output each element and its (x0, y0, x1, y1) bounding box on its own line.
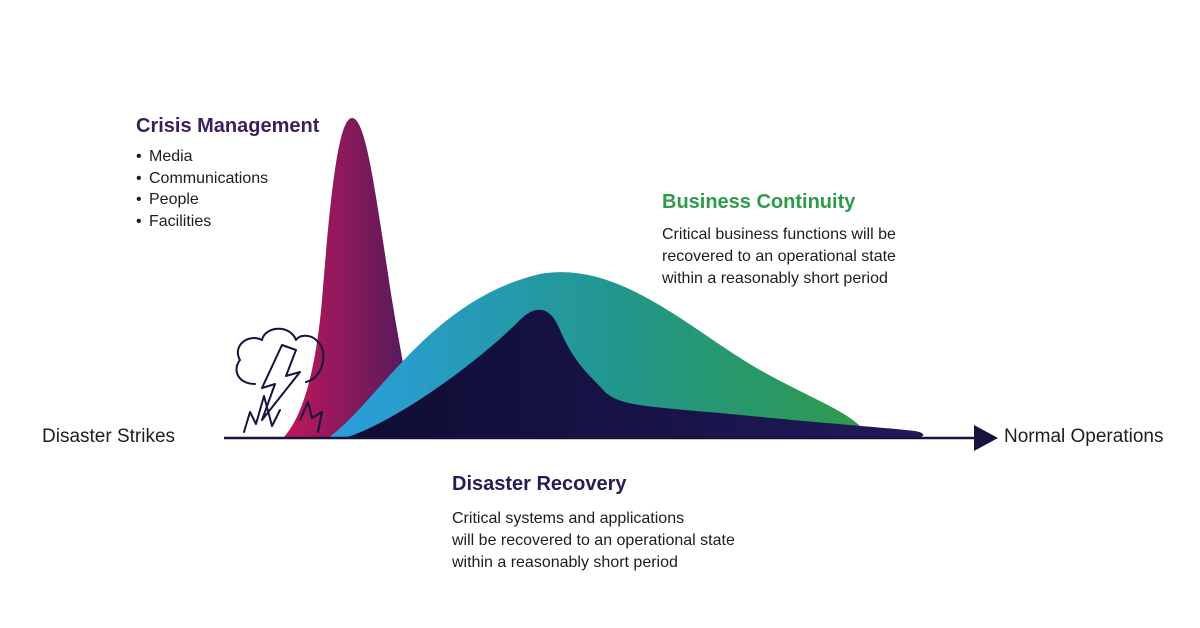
description-line: within a reasonably short period (452, 554, 678, 571)
business-continuity-section: Business Continuity Critical business fu… (662, 190, 952, 290)
description-line: within a reasonably short period (662, 270, 888, 287)
description-line: will be recovered to an operational stat… (452, 532, 735, 549)
disaster-recovery-description: Critical systems and applications will b… (452, 508, 782, 574)
disaster-recovery-section: Disaster Recovery Critical systems and a… (452, 472, 782, 574)
list-item: People (136, 189, 319, 211)
description-line: Critical systems and applications (452, 510, 685, 527)
crisis-management-section: Crisis Management Media Communications P… (136, 114, 319, 232)
crisis-management-curve (283, 118, 418, 438)
business-continuity-description: Critical business functions will be reco… (662, 224, 952, 290)
list-item: Communications (136, 168, 319, 190)
business-continuity-title: Business Continuity (662, 191, 856, 213)
list-item: Facilities (136, 211, 319, 233)
timeline-end-label: Normal Operations (1004, 426, 1164, 447)
list-item: Media (136, 146, 319, 168)
timeline-start-label: Disaster Strikes (42, 426, 176, 447)
crisis-management-list: Media Communications People Facilities (136, 146, 319, 232)
disaster-recovery-curve (345, 309, 924, 438)
description-line: Critical business functions will be (662, 226, 896, 243)
crisis-management-title: Crisis Management (136, 115, 320, 137)
storm-cloud-lightning-icon (235, 327, 325, 433)
disaster-recovery-title: Disaster Recovery (452, 473, 627, 495)
arrow-right-icon (974, 425, 998, 451)
description-line: recovered to an operational state (662, 248, 896, 265)
